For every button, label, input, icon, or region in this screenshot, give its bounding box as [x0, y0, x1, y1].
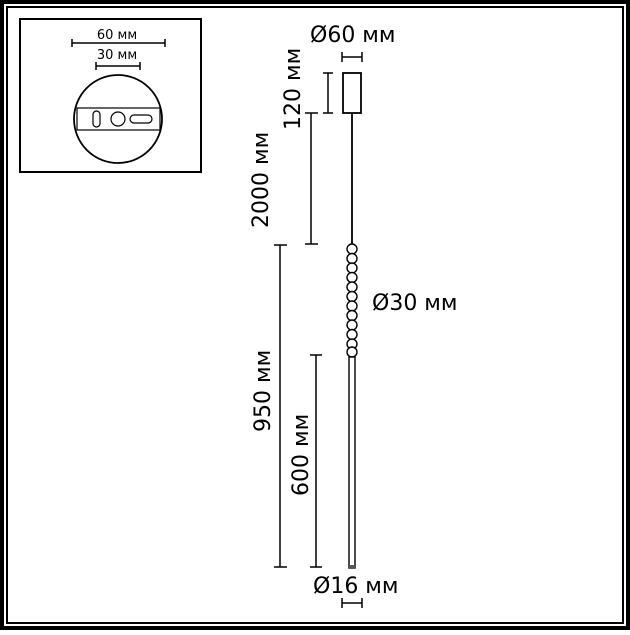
- rod-length-label: 600 мм: [289, 414, 314, 496]
- canopy-height-dim: [323, 72, 333, 114]
- rod-end-cap: [349, 565, 355, 569]
- canopy-height-label: 120 мм: [281, 48, 306, 130]
- lamp-length-label: 950 мм: [251, 350, 276, 432]
- bead-column: [346, 243, 358, 358]
- cable-length-dim: [305, 112, 318, 245]
- canopy-diameter-label: Ø60 мм: [310, 23, 396, 48]
- inset-outer-width-label: 60 мм: [97, 28, 137, 43]
- mounting-plate: [76, 107, 161, 131]
- lamp-length-dim: [274, 244, 287, 568]
- rod-diameter-dim: [341, 598, 363, 608]
- canopy: [342, 72, 362, 114]
- light-rod: [348, 356, 356, 569]
- rod-diameter-label: Ø16 мм: [313, 574, 399, 599]
- canopy-diameter-dim: [341, 52, 363, 62]
- canopy-circle: [73, 74, 163, 164]
- cable-length-label: 2000 мм: [249, 132, 274, 228]
- canopy-top-view-inset: 60 мм 30 мм: [19, 18, 202, 173]
- inset-inner-width-label: 30 мм: [97, 48, 137, 63]
- rod-length-dim: [310, 354, 322, 568]
- bead-diameter-label: Ø30 мм: [372, 291, 458, 316]
